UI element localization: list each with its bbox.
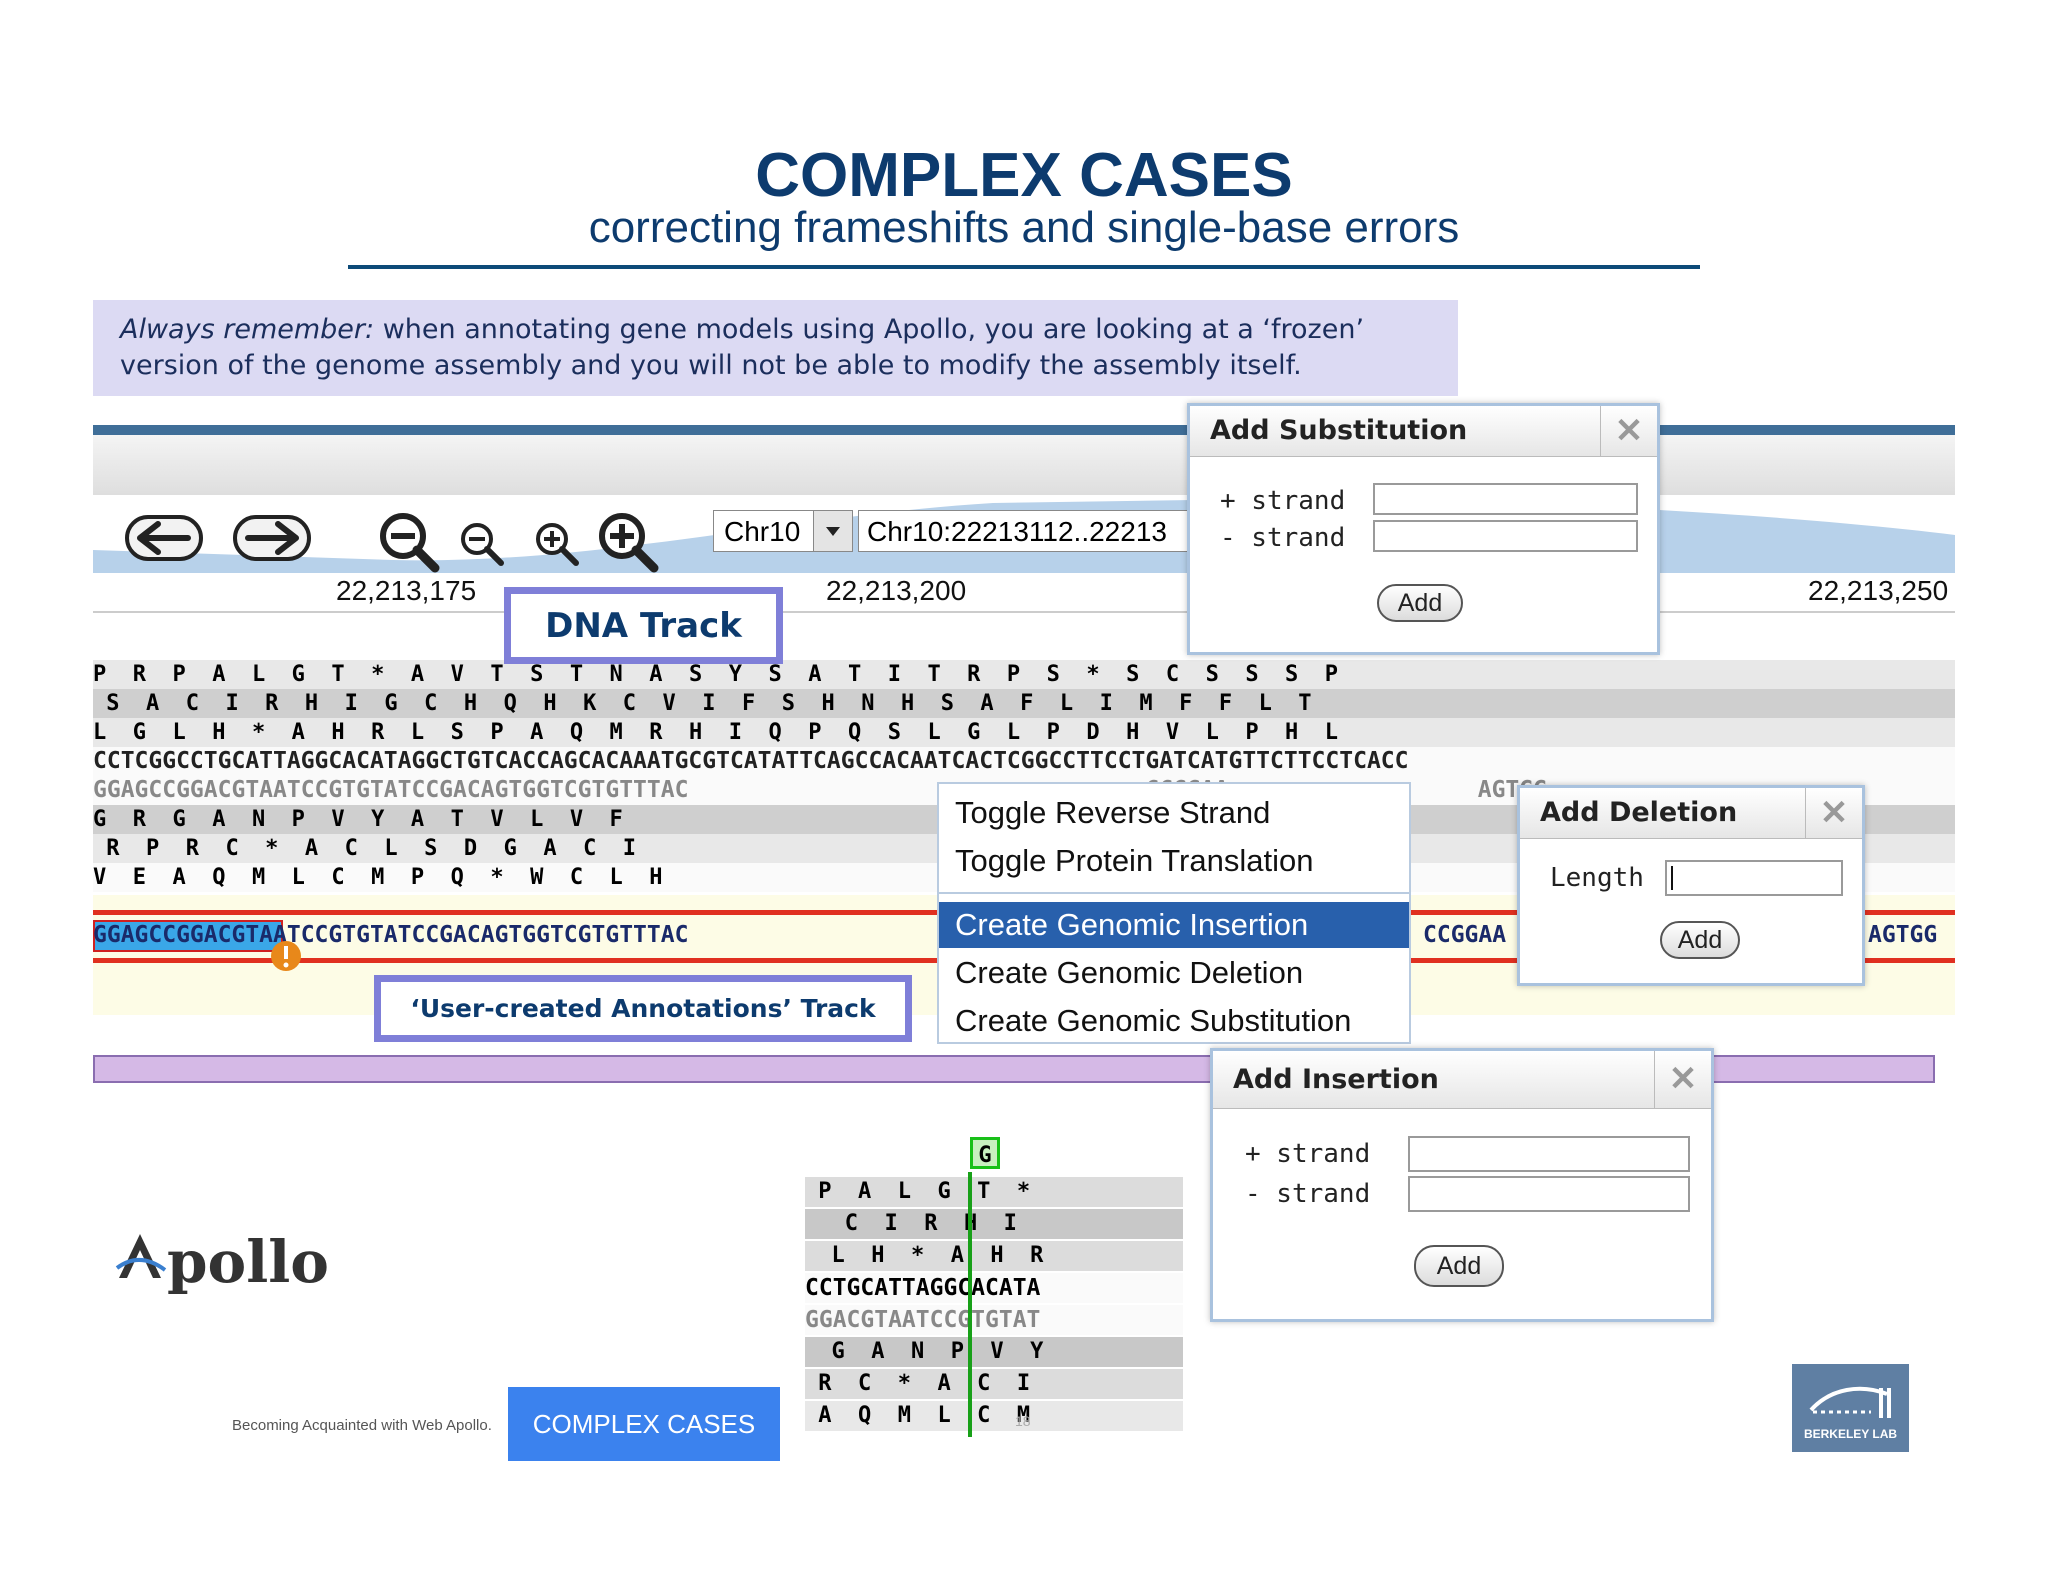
zoom-out-small-icon[interactable] [458, 520, 506, 568]
user-track-callout: ‘User-created Annotations’ Track [374, 975, 912, 1042]
close-icon[interactable]: ✕ [1805, 788, 1862, 838]
arrow-left-icon [137, 521, 191, 555]
chromosome-dropdown-button[interactable] [813, 510, 853, 552]
ruler-label: 22,213,200 [826, 575, 967, 606]
add-substitution-button[interactable]: Add [1377, 584, 1463, 622]
menu-create-genomic-insertion[interactable]: Create Genomic Insertion [939, 902, 1409, 948]
slide-title: COMPLEX CASES [755, 141, 1293, 210]
chromosome-select[interactable]: Chr10 [713, 510, 823, 552]
slide-subtitle: correcting frameshifts and single-base e… [588, 203, 1460, 252]
zoom-in-small-icon[interactable] [533, 520, 581, 568]
footer-caption: Becoming Acquainted with Web Apollo. [232, 1417, 492, 1434]
insertion-marker-line [968, 1172, 972, 1437]
add-deletion-dialog: Add Deletion ✕ Length Add [1517, 785, 1865, 986]
zoom-in-large-icon[interactable] [596, 510, 660, 574]
menu-toggle-protein-translation[interactable]: Toggle Protein Translation [955, 843, 1314, 878]
user-annotation-sequence-right: CCGGAA [1423, 922, 1507, 948]
add-deletion-button[interactable]: Add [1660, 921, 1740, 959]
frame-row-forward-1: P R P A L G T * A V T S T N A S Y S A T … [93, 660, 1955, 689]
chevron-down-icon [826, 527, 840, 536]
minus-strand-input[interactable] [1373, 520, 1638, 552]
menu-toggle-reverse-strand[interactable]: Toggle Reverse Strand [955, 795, 1271, 830]
inset-frame-row: L H * A H R [805, 1241, 1183, 1271]
inset-dna-forward: CCTGCATTAGGCACATA [805, 1273, 1183, 1303]
title-rule [348, 265, 1700, 269]
reminder-note: Always remember: when annotating gene mo… [93, 300, 1458, 396]
browser-top-bar [93, 425, 1955, 435]
berkeley-lab-text: BERKELEY LAB [1803, 1427, 1898, 1441]
inset-frame-row: C I R H I [805, 1209, 1183, 1239]
menu-create-genomic-substitution[interactable]: Create Genomic Substitution [955, 1003, 1352, 1038]
menu-create-genomic-deletion[interactable]: Create Genomic Deletion [955, 955, 1304, 990]
user-annotation-sequence-far-right: AGTGG [1868, 922, 1938, 948]
frame-row-forward-3: L G L H * A H R L S P A Q M R H I Q P Q … [93, 718, 1955, 747]
zoom-out-large-icon[interactable] [377, 510, 441, 574]
footer-section-button[interactable]: COMPLEX CASES [508, 1387, 780, 1461]
user-annotation-sequence[interactable]: GGAGCCGGACGTAATCCGTGTATCCGACAGTGGTCGTGTT… [93, 922, 689, 948]
inset-dna-reverse: GGACGTAATCCGTGTAT [805, 1305, 1183, 1335]
plus-strand-label: + strand [1245, 1139, 1371, 1169]
selected-base-region[interactable] [93, 920, 283, 952]
inset-frame-row: R C * A C I [805, 1369, 1183, 1399]
dialog-title: Add Insertion [1213, 1051, 1711, 1109]
context-menu: Toggle Reverse Strand Toggle Protein Tra… [937, 782, 1411, 1044]
length-input[interactable] [1665, 860, 1843, 896]
frame-row-forward-2: S A C I R H I G C H Q H K C V I F S H N … [93, 689, 1955, 718]
length-label: Length [1550, 863, 1644, 893]
dialog-title: Add Substitution [1190, 406, 1657, 457]
apollo-logo: pollo [113, 1228, 329, 1296]
page-number: 18 [1015, 1413, 1031, 1429]
minus-strand-label: - strand [1245, 1179, 1371, 1209]
ruler-label: 22,213,250 [1808, 575, 1949, 606]
plus-strand-label: + strand [1220, 486, 1346, 516]
reminder-text: when annotating gene models using Apollo… [120, 314, 1365, 381]
inset-frame-row: A Q M L C M [805, 1401, 1183, 1431]
insertion-detail-inset: P A L G T * C I R H I L H * A H R CCTGCA… [805, 1132, 1183, 1437]
plus-strand-input[interactable] [1408, 1136, 1690, 1172]
browser-menu-bar [93, 435, 1955, 495]
apollo-browser: Chr10 Chr10:22213112..22213 22,213,175 2… [93, 425, 1955, 1105]
close-icon[interactable]: ✕ [1654, 1051, 1711, 1108]
warning-icon[interactable] [269, 939, 303, 973]
apollo-logo-icon [115, 1234, 167, 1278]
berkeley-lab-logo: BERKELEY LAB [1792, 1364, 1909, 1452]
add-substitution-dialog: Add Substitution ✕ + strand - strand Add [1187, 403, 1660, 655]
scroll-left-button[interactable] [125, 515, 203, 561]
minus-strand-input[interactable] [1408, 1176, 1690, 1212]
inset-frame-row: G A N P V Y [805, 1337, 1183, 1367]
plus-strand-input[interactable] [1373, 483, 1638, 515]
dna-track-callout: DNA Track [504, 587, 783, 664]
add-insertion-button[interactable]: Add [1414, 1245, 1504, 1287]
minus-strand-label: - strand [1220, 523, 1346, 553]
scroll-right-button[interactable] [233, 515, 311, 561]
menu-divider [939, 892, 1409, 894]
inset-frame-row: P A L G T * [805, 1177, 1183, 1207]
add-insertion-dialog: Add Insertion ✕ + strand - strand Add [1210, 1048, 1714, 1322]
dna-forward-strand: CCTCGGCCTGCATTAGGCACATAGGCTGTCACCAGCACAA… [93, 747, 1955, 776]
apollo-logo-text: pollo [167, 1228, 329, 1296]
ruler-label: 22,213,175 [336, 575, 477, 606]
reminder-emphasis: Always remember: [120, 314, 375, 345]
berkeley-lab-icon [1809, 1386, 1891, 1418]
text-cursor [1671, 866, 1673, 890]
close-icon[interactable]: ✕ [1600, 406, 1657, 456]
location-input[interactable]: Chr10:22213112..22213 [858, 510, 1198, 552]
arrow-right-icon [245, 521, 299, 555]
insertion-marker-label[interactable]: G [970, 1137, 1000, 1169]
